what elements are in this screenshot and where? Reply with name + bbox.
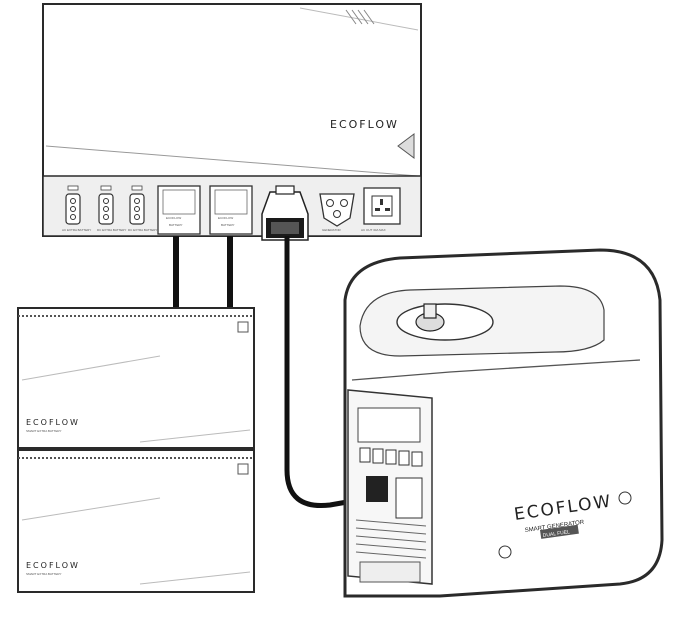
panel-vents — [355, 519, 427, 559]
dual-fuel-badge-text: DUAL FUEL — [542, 529, 570, 539]
generator-input-label: GENERATOR — [322, 228, 342, 232]
smart-generator: ECOFLOW SMART GENERATOR DUAL FUEL — [343, 248, 664, 598]
battery-cable-1 — [173, 236, 179, 308]
fuel-cap — [396, 303, 494, 341]
generator-cable-plug — [366, 476, 388, 502]
battery-port-1-brand: ECOFLOW — [166, 216, 181, 220]
generator-input-port: GENERATOR — [319, 193, 355, 232]
ac-extra-battery-label: AC EXTRA BATTERY — [62, 228, 91, 232]
ac-outlet-label: AC OUT 30A MAX — [361, 228, 386, 232]
battery-port-1-label: BATTERY — [169, 223, 183, 227]
ac-extra-battery-port: AC EXTRA BATTERY — [62, 185, 91, 232]
battery-port-2: ECOFLOW BATTERY — [209, 185, 253, 235]
generator-control-panel — [347, 389, 433, 585]
extra-battery-top: ECOFLOW SMART EXTRA BATTERY — [17, 307, 255, 449]
battery-port-2-label: BATTERY — [221, 223, 235, 227]
battery-bottom-logo: ECOFLOW — [26, 561, 80, 570]
control-buttons — [359, 447, 423, 467]
panel-line — [45, 145, 419, 177]
power-station-logo: ECOFLOW — [330, 118, 399, 131]
power-station: ECOFLOW AC EXTRA BATTERY DC EXTRA BATTER… — [42, 3, 422, 241]
dual-fuel-badge — [540, 524, 579, 539]
battery-port-1: ECOFLOW BATTERY — [157, 185, 201, 235]
extra-battery-bottom: ECOFLOW SMART EXTRA BATTERY — [17, 449, 255, 593]
vent-slots — [345, 9, 375, 25]
cables — [173, 236, 371, 509]
generator-cable — [284, 236, 371, 509]
corner-vent — [397, 133, 415, 159]
dc-extra-battery-label-2: DC EXTRA BATTERY — [128, 228, 157, 232]
dc-extra-battery-label-1: DC EXTRA BATTERY — [97, 228, 126, 232]
dc-extra-battery-port-1: DC EXTRA BATTERY — [97, 185, 126, 232]
battery-top-subtitle: SMART EXTRA BATTERY — [26, 429, 61, 433]
ac-outlet: AC OUT 30A MAX — [361, 187, 401, 232]
battery-cable-2 — [227, 236, 233, 308]
generator-port — [261, 185, 309, 241]
battery-port-2-brand: ECOFLOW — [218, 216, 233, 220]
battery-top-logo: ECOFLOW — [26, 418, 80, 427]
battery-bottom-body — [17, 449, 255, 593]
battery-top-body — [17, 307, 255, 449]
battery-bottom-subtitle: SMART EXTRA BATTERY — [26, 572, 61, 576]
dc-extra-battery-port-2: DC EXTRA BATTERY — [128, 185, 157, 232]
